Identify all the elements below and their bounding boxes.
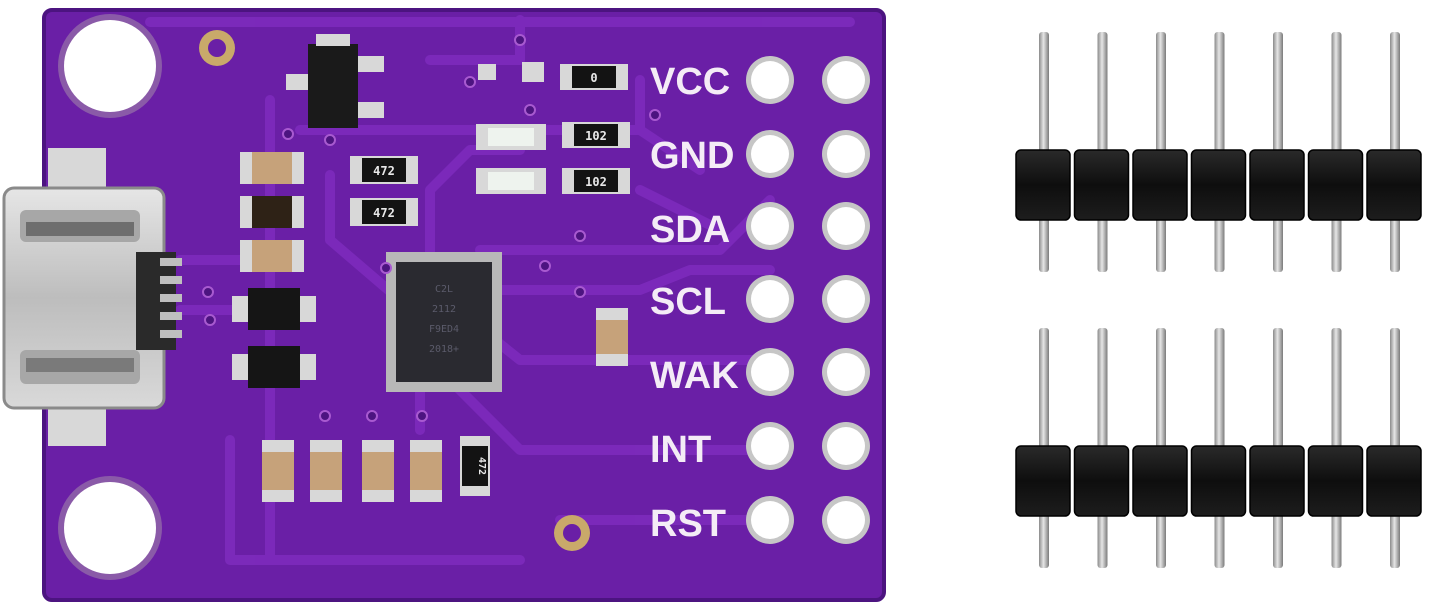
header-top-plastic-segment-5 (1249, 149, 1305, 221)
header-bottom-plastic-segment-5 (1249, 445, 1305, 517)
pin-row-wak: WAK (650, 348, 870, 397)
header-top-plastic-segment-6 (1307, 149, 1364, 221)
resistor-0-marking: 0 (590, 71, 597, 85)
capacitor-c4 (596, 308, 628, 366)
pin-row-vcc: VCC (650, 56, 870, 104)
test-pad-top (199, 30, 235, 66)
resistor-102-b-marking: 102 (585, 175, 607, 189)
pin-header-top (1015, 32, 1422, 272)
resistor-472-a: 472 (350, 156, 418, 184)
pin-row-int: INT (650, 422, 870, 471)
pin-label-scl: SCL (650, 281, 726, 323)
pin-label-sda: SDA (650, 209, 730, 251)
resistor-472-c: 472 (460, 436, 490, 496)
header-top-plastic-segment-3 (1132, 149, 1188, 221)
header-bottom-plastic-segment-2 (1073, 445, 1130, 517)
header-top-plastic-segment-2 (1073, 149, 1130, 221)
chip-marking-line-2: 2112 (432, 304, 456, 315)
header-bottom-plastic-segment-7 (1366, 445, 1422, 517)
chip-marking-line-4: 2018+ (429, 344, 459, 355)
pin-row-sda: SDA (650, 202, 870, 251)
resistor-102-a-marking: 102 (585, 129, 607, 143)
capacitor-c2 (240, 196, 304, 228)
pin-label-rst: RST (650, 503, 726, 545)
diode-d1 (232, 288, 316, 330)
resistor-472-a-marking: 472 (373, 164, 395, 178)
led-2 (476, 168, 546, 194)
micro-usb-connector (2, 148, 182, 446)
resistor-472-b: 472 (350, 198, 418, 226)
pin-row-gnd: GND (650, 130, 870, 178)
capacitor-c8 (410, 440, 442, 502)
capacitor-c6 (310, 440, 342, 502)
header-top-plastic-segment-1 (1015, 149, 1071, 221)
header-bottom-plastic-segment-6 (1307, 445, 1364, 517)
capacitor-c7 (362, 440, 394, 502)
capacitor-c1 (240, 152, 304, 184)
header-top-plastic-segment-7 (1366, 149, 1422, 221)
resistor-102-b: 102 (562, 168, 630, 194)
chip-marking-line-3: F9ED4 (429, 324, 459, 335)
pin-label-gnd: GND (650, 135, 734, 177)
pin-label-vcc: VCC (650, 61, 730, 103)
resistor-102-a: 102 (562, 122, 630, 148)
vias (202, 34, 661, 422)
capacitor-c5 (262, 440, 294, 502)
pcb-board: 472 472 0 (2, 8, 886, 602)
diode-d2 (232, 346, 316, 388)
mounting-hole-bottom (58, 476, 162, 580)
mounting-hole-top (58, 14, 162, 118)
led-1 (476, 124, 546, 150)
pin-label-wak: WAK (650, 355, 739, 397)
small-pad-2 (522, 62, 544, 82)
test-pad-bottom (554, 515, 590, 551)
main-chip-qfn: C2L 2112 F9ED4 2018+ (386, 252, 502, 392)
header-top-plastic-segment-4 (1190, 149, 1247, 221)
resistor-472-b-marking: 472 (373, 206, 395, 220)
small-pad-1 (478, 64, 496, 80)
voltage-regulator (286, 34, 384, 128)
resistor-0: 0 (560, 64, 628, 90)
header-bottom-plastic-segment-3 (1132, 445, 1188, 517)
pin-row-scl: SCL (650, 275, 870, 323)
header-bottom-plastic-segment-1 (1015, 445, 1071, 517)
capacitor-c3 (240, 240, 304, 272)
header-bottom-plastic-segment-4 (1190, 445, 1247, 517)
chip-marking-line-1: C2L (435, 284, 453, 295)
pin-header-bottom (1015, 328, 1422, 568)
resistor-472-c-marking: 472 (476, 457, 487, 475)
pin-label-int: INT (650, 429, 711, 471)
pin-row-rst: RST (650, 496, 870, 545)
